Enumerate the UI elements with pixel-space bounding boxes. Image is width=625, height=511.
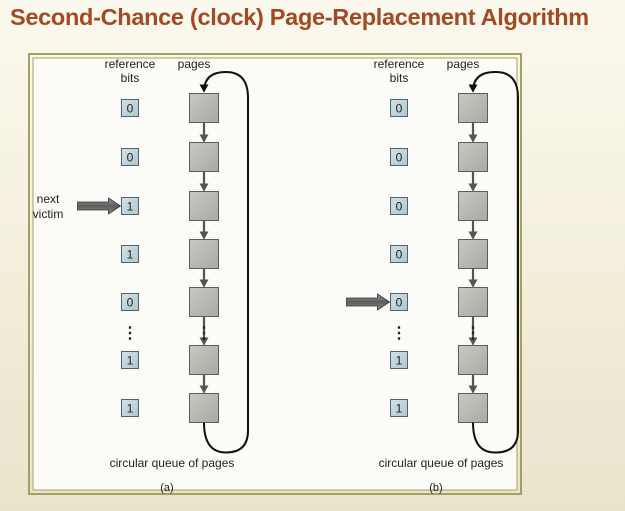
- reference-bit-box: [121, 148, 139, 166]
- page-box: [189, 142, 219, 172]
- page-box: [189, 393, 219, 423]
- reference-bit-box: [390, 293, 408, 311]
- page-box: [189, 239, 219, 269]
- page-box: [458, 345, 488, 375]
- page-link-arrowhead: [468, 385, 478, 394]
- circular-queue-loop: [203, 70, 249, 454]
- pages-header: pages: [447, 57, 480, 71]
- diagram-sub-label: (b): [429, 482, 442, 494]
- page-box: [458, 191, 488, 221]
- page-link-arrowhead: [468, 134, 478, 143]
- loop-arrowhead: [199, 84, 209, 93]
- page-box: [458, 93, 488, 123]
- reference-bit-box: [390, 351, 408, 369]
- reference-bit-value: 0: [127, 296, 134, 310]
- page-box: [458, 393, 488, 423]
- reference-bit-value: 0: [396, 248, 403, 262]
- page-link-arrowhead: [199, 183, 209, 192]
- page-link-arrowhead: [199, 337, 209, 346]
- page-link-arrowhead: [199, 231, 209, 240]
- page-link-arrowhead: [468, 183, 478, 192]
- pages-header: pages: [178, 57, 211, 71]
- reference-bit-value: 0: [127, 102, 134, 116]
- reference-bit-box: [121, 99, 139, 117]
- reference-bit-value: 0: [396, 151, 403, 165]
- reference-bit-box: [390, 197, 408, 215]
- figure-frame-outer: [28, 53, 522, 495]
- reference-bit-box: [390, 245, 408, 263]
- diagram-sub-label: (a): [160, 482, 173, 494]
- bits-header: bits: [121, 71, 140, 85]
- pages-ellipsis: ⋮: [465, 325, 481, 342]
- figure-frame: [32, 57, 518, 491]
- reference-bit-box: [121, 399, 139, 417]
- reference-bit-value: 0: [396, 296, 403, 310]
- page-link-arrowhead: [199, 134, 209, 143]
- bits-ellipsis: ⋮: [122, 325, 138, 342]
- reference-bit-value: 1: [396, 354, 403, 368]
- diagram-caption: circular queue of pages: [379, 456, 504, 470]
- page-box: [189, 345, 219, 375]
- bits-ellipsis: ⋮: [391, 325, 407, 342]
- reference-bit-box: [121, 197, 139, 215]
- reference-bit-value: 1: [127, 248, 134, 262]
- pointer-label-victim: victim: [33, 207, 64, 221]
- page-box: [189, 93, 219, 123]
- reference-bit-box: [121, 293, 139, 311]
- clock-pointer-arrow: [77, 197, 122, 215]
- page-link-arrowhead: [199, 385, 209, 394]
- reference-bit-value: 1: [396, 402, 403, 416]
- reference-bit-value: 0: [127, 151, 134, 165]
- reference-bit-value: 1: [127, 354, 134, 368]
- page-box: [458, 287, 488, 317]
- loop-arrowhead: [468, 84, 478, 93]
- diagram-caption: circular queue of pages: [110, 456, 235, 470]
- reference-bit-box: [121, 351, 139, 369]
- reference-bit-box: [390, 99, 408, 117]
- page-box: [458, 142, 488, 172]
- reference-bit-value: 0: [396, 200, 403, 214]
- page-link-arrowhead: [199, 279, 209, 288]
- clock-pointer-arrow: [346, 293, 391, 311]
- page-link-arrowhead: [468, 337, 478, 346]
- reference-bit-box: [390, 148, 408, 166]
- reference-bit-value: 1: [127, 402, 134, 416]
- reference-bit-box: [121, 245, 139, 263]
- pointer-label-next: next: [37, 192, 60, 206]
- reference-bit-value: 1: [127, 200, 134, 214]
- page-box: [458, 239, 488, 269]
- page-link-arrowhead: [468, 231, 478, 240]
- reference-bit-value: 0: [396, 102, 403, 116]
- bits-header: bits: [390, 71, 409, 85]
- page-link-arrowhead: [468, 279, 478, 288]
- reference-header: reference: [105, 57, 156, 71]
- slide-title: Second-Chance (clock) Page-Replacement A…: [10, 4, 589, 30]
- reference-bit-box: [390, 399, 408, 417]
- page-box: [189, 287, 219, 317]
- page-box: [189, 191, 219, 221]
- pages-ellipsis: ⋮: [196, 325, 212, 342]
- circular-queue-loop: [472, 71, 519, 454]
- reference-header: reference: [374, 57, 425, 71]
